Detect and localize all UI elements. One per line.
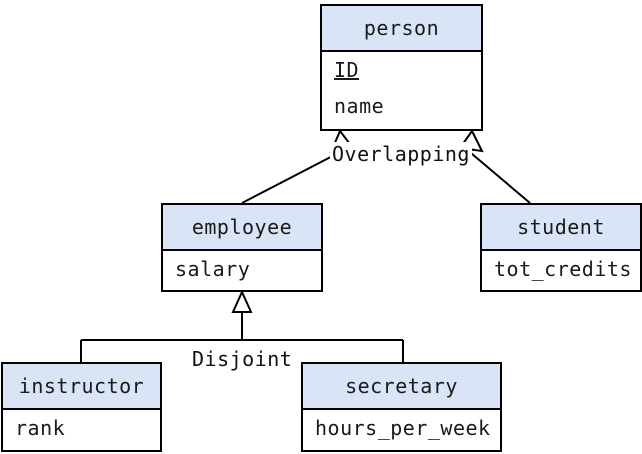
entity-secretary-attributes: hours_per_week — [303, 410, 500, 446]
attribute-student-tot-credits: tot_credits — [494, 257, 632, 281]
entity-student[interactable]: student tot_credits — [480, 203, 642, 292]
specialization-label-disjoint: Disjoint — [190, 347, 295, 371]
attribute-employee-salary: salary — [175, 257, 251, 281]
specialization-label-overlapping: Overlapping — [330, 142, 472, 166]
entity-instructor[interactable]: instructor rank — [1, 362, 162, 452]
entity-instructor-attributes: rank — [3, 410, 160, 446]
entity-student-title: student — [482, 205, 640, 251]
entity-person-title: person — [322, 6, 481, 52]
attribute-secretary-hours-per-week: hours_per_week — [315, 416, 491, 440]
entity-employee-title: employee — [163, 205, 321, 251]
attribute-instructor-rank: rank — [15, 416, 66, 440]
entity-person[interactable]: person ID name — [320, 4, 483, 131]
entity-secretary[interactable]: secretary hours_per_week — [301, 362, 502, 452]
entity-secretary-title: secretary — [303, 364, 500, 410]
entity-student-attributes: tot_credits — [482, 251, 640, 287]
attribute-person-id: ID — [334, 58, 360, 82]
entity-employee[interactable]: employee salary — [161, 203, 323, 292]
entity-instructor-title: instructor — [3, 364, 160, 410]
entity-person-attributes: ID name — [322, 52, 481, 124]
attribute-person-name: name — [334, 94, 385, 118]
entity-employee-attributes: salary — [163, 251, 321, 287]
